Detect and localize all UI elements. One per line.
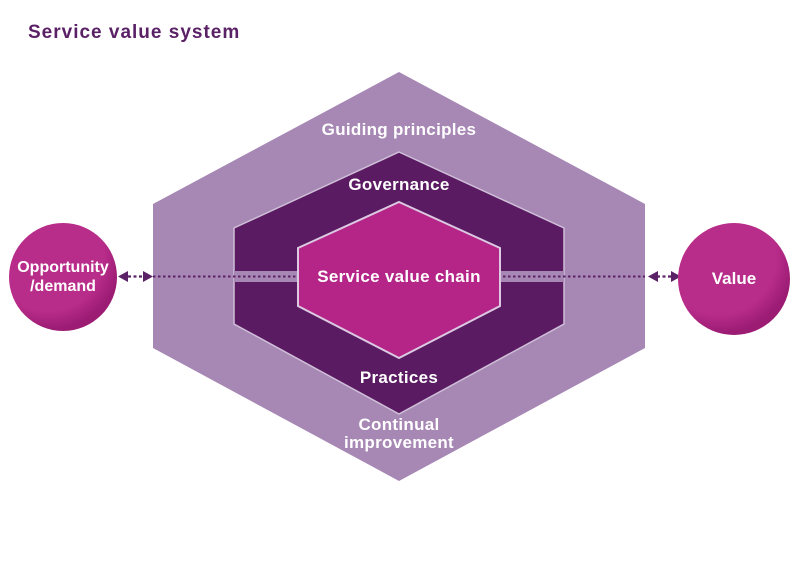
opportunity-label-line1: Opportunity — [17, 259, 109, 276]
guiding-principles-label: Guiding principles — [321, 120, 477, 139]
continual-improvement-line2: improvement — [343, 433, 455, 452]
opportunity-demand-circle: Opportunity /demand — [9, 223, 117, 331]
governance-label: Governance — [348, 175, 450, 194]
opportunity-label-line2: /demand — [30, 278, 96, 295]
double-arrow-right-icon — [648, 271, 681, 282]
page-title: Service value system — [28, 22, 241, 43]
service-value-chain-label: Service value chain — [317, 267, 481, 286]
continual-improvement-label: Continual improvement — [289, 416, 509, 452]
inner-hexagon — [297, 200, 501, 360]
continual-improvement-line1: Continual — [358, 415, 440, 434]
practices-label: Practices — [359, 368, 439, 387]
value-circle: Value — [678, 223, 790, 335]
double-arrow-left-icon — [118, 271, 153, 282]
value-label: Value — [711, 269, 757, 288]
